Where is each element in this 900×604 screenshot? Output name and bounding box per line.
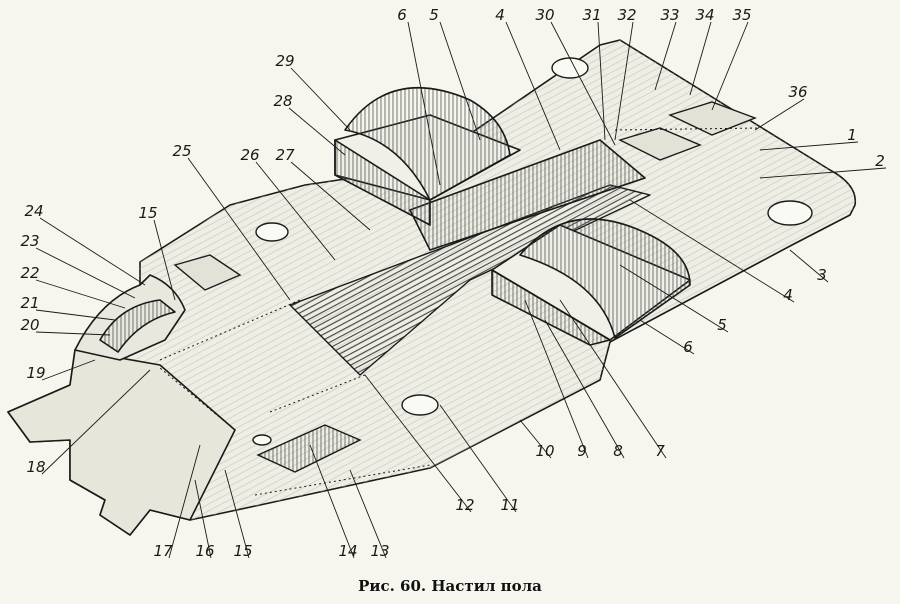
callout-15: 15 [138, 204, 157, 222]
callout-12: 12 [455, 496, 474, 514]
leader-4 [505, 21, 561, 151]
leader-4 [629, 199, 795, 303]
leader-12 [364, 374, 472, 513]
leader-22 [35, 279, 126, 309]
callout-10: 10 [535, 442, 554, 460]
floor-plate [7, 39, 857, 536]
leader-15 [153, 219, 176, 301]
callout-6: 6 [683, 338, 693, 356]
leader-19 [41, 359, 96, 381]
inspection-hatches [173, 101, 757, 473]
leader-18 [41, 369, 151, 475]
leader-5 [619, 264, 729, 333]
leader-14 [309, 444, 355, 559]
callout-15: 15 [233, 542, 252, 560]
callout-25: 25 [172, 142, 191, 160]
hatch-left [173, 254, 242, 291]
leader-32 [614, 21, 634, 141]
hatch-rear-2 [668, 101, 757, 136]
leader-26 [255, 161, 336, 261]
callout-labels: 1234455667891011121314151516171819202122… [20, 6, 884, 560]
leader-31 [597, 21, 606, 141]
callout-3: 3 [817, 266, 827, 284]
leader-8 [544, 319, 625, 459]
hatch-front [256, 424, 362, 473]
callout-23: 23 [20, 232, 39, 250]
callout-20: 20 [20, 316, 39, 334]
callout-8: 8 [613, 442, 623, 460]
leader-35 [711, 21, 749, 111]
leader-33 [654, 21, 677, 91]
callout-13: 13 [370, 542, 389, 560]
hole-rear-left [551, 57, 589, 79]
hole-front [252, 434, 272, 446]
leader-36 [754, 98, 805, 131]
callout-34: 34 [695, 6, 714, 24]
callout-9: 9 [577, 442, 587, 460]
callout-16: 16 [195, 542, 214, 560]
hole-center [401, 394, 439, 416]
figure-caption: Рис. 60. Настил пола [358, 577, 542, 595]
callout-1: 1 [847, 126, 857, 144]
leader-1 [759, 141, 859, 151]
callout-30: 30 [535, 6, 554, 24]
callout-4: 4 [783, 286, 793, 304]
leader-23 [35, 247, 136, 299]
callout-31: 31 [582, 6, 601, 24]
hole-left [255, 222, 289, 242]
callout-14: 14 [338, 542, 357, 560]
callout-21: 21 [20, 294, 39, 312]
callout-17: 17 [153, 542, 173, 560]
leader-24 [39, 217, 146, 286]
leader-29 [290, 67, 351, 131]
leader-6 [407, 21, 441, 186]
leader-11 [439, 404, 517, 513]
callout-4: 4 [495, 6, 505, 24]
floor-holes [252, 57, 813, 446]
callout-28: 28 [273, 92, 292, 110]
leader-15 [224, 469, 250, 559]
leader-13 [349, 469, 387, 559]
callout-33: 33 [660, 6, 679, 24]
leader-2 [759, 167, 887, 179]
leader-10 [519, 419, 552, 459]
leader-6 [639, 319, 695, 355]
leader-5 [439, 21, 481, 141]
callout-36: 36 [788, 83, 807, 101]
callout-26: 26 [240, 146, 259, 164]
callout-5: 5 [717, 316, 727, 334]
callout-29: 29 [275, 52, 294, 70]
leader-9 [524, 299, 589, 459]
leader-21 [35, 309, 116, 321]
callout-7: 7 [655, 442, 665, 460]
callout-19: 19 [26, 364, 45, 382]
leader-34 [689, 21, 712, 96]
callout-24: 24 [24, 202, 43, 220]
callout-22: 22 [20, 264, 39, 282]
hatch-rear-1 [618, 127, 702, 161]
leader-17 [168, 444, 201, 559]
leader-20 [35, 331, 111, 336]
callout-18: 18 [26, 458, 45, 476]
hole-rear-right [767, 200, 813, 226]
callout-35: 35 [732, 6, 751, 24]
leader-7 [559, 299, 667, 459]
callout-32: 32 [617, 6, 636, 24]
leader-27 [290, 161, 371, 231]
leader-16 [194, 479, 212, 559]
leader-28 [288, 107, 346, 156]
callout-27: 27 [275, 146, 295, 164]
callout-5: 5 [429, 6, 439, 24]
callout-6: 6 [397, 6, 407, 24]
leader-25 [187, 157, 291, 301]
leader-lines [35, 21, 887, 559]
leader-3 [789, 249, 829, 283]
callout-2: 2 [875, 152, 885, 170]
callout-11: 11 [500, 496, 519, 514]
floor-seams [159, 127, 761, 496]
